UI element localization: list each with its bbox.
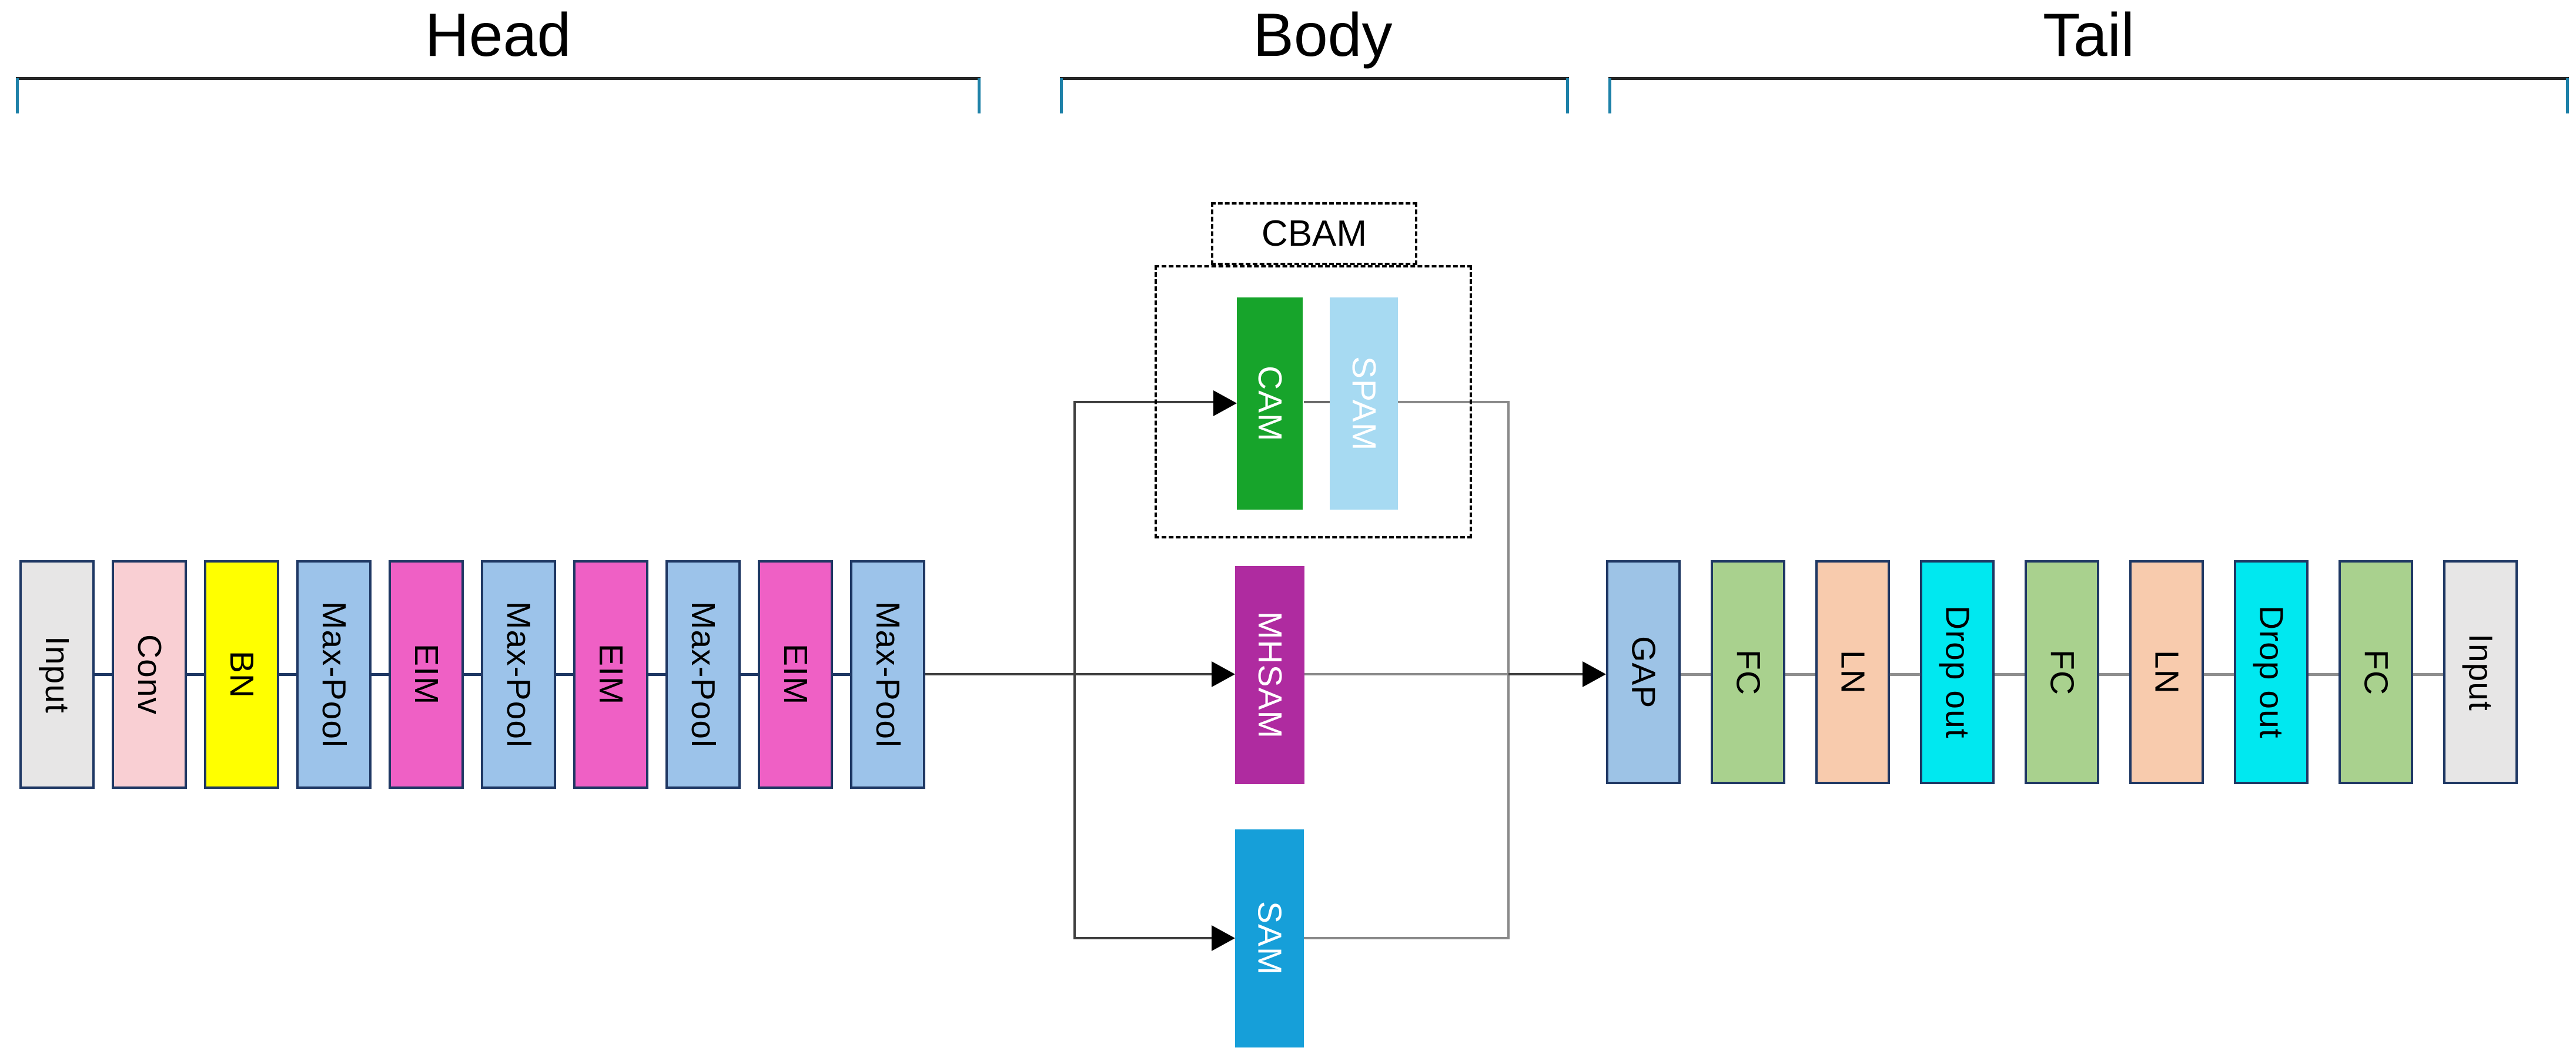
spam-label: SPAM (1345, 356, 1383, 451)
box-label: BN (223, 650, 260, 699)
box-label: LN (2147, 650, 2186, 694)
sam-merge-line (1304, 937, 1510, 939)
tail-box-fc-8: FC (2339, 560, 2413, 784)
bracket-bar (1608, 77, 2569, 80)
bracket-bar (1060, 77, 1569, 80)
bracket-tick (1608, 78, 1611, 113)
box-label: FC (1729, 649, 1767, 695)
box-label: LN (1834, 650, 1872, 694)
head-connector (833, 673, 850, 676)
tail-box-drop-out-7: Drop out (2234, 560, 2309, 784)
box-label: Max-Pool (684, 601, 722, 748)
head-box-max-pool-6: Max-Pool (481, 560, 556, 789)
head-connector (279, 673, 296, 676)
head-box-eim-5: EIM (389, 560, 464, 789)
head-connector (187, 673, 204, 676)
box-label: Input (2461, 633, 2500, 711)
spam-box: SPAM (1330, 297, 1398, 510)
mhsam-merge-line (1304, 673, 1510, 675)
branch-split-line (1073, 401, 1076, 939)
head-box-max-pool-8: Max-Pool (665, 560, 741, 789)
bracket-tick (16, 78, 19, 113)
tail-box-fc-2: FC (1711, 560, 1785, 784)
head-connector (464, 673, 481, 676)
bracket-tick (2566, 78, 2569, 113)
spam-merge-line (1398, 401, 1510, 403)
body-section-bracket (1060, 77, 1569, 115)
bracket-bar (16, 77, 981, 80)
tail-connector (2099, 673, 2129, 676)
mhsam-box: MHSAM (1235, 566, 1304, 784)
tail-box-ln-6: LN (2129, 560, 2204, 784)
head-box-conv-2: Conv (112, 560, 187, 789)
tail-connector (1995, 673, 2025, 676)
arrow-into-sam (1212, 925, 1235, 951)
sam-box: SAM (1235, 829, 1304, 1047)
head-box-eim-7: EIM (573, 560, 648, 789)
head-box-max-pool-10: Max-Pool (850, 560, 925, 789)
section-title-head: Head (424, 1, 571, 69)
cbam-branch-line (1075, 401, 1216, 403)
bracket-tick (978, 78, 981, 113)
tail-connector (2309, 673, 2339, 676)
box-label: EIM (407, 644, 445, 705)
collector-gap-line (1508, 673, 1585, 675)
cam-spam-line (1304, 401, 1330, 403)
box-label: Drop out (1938, 605, 1976, 739)
head-connector (741, 673, 758, 676)
tail-box-fc-5: FC (2025, 560, 2099, 784)
bracket-tick (1060, 78, 1063, 113)
tail-connector (1890, 673, 1920, 676)
box-label: EIM (777, 644, 814, 705)
tail-box-ln-3: LN (1815, 560, 1890, 784)
box-label: Max-Pool (315, 601, 353, 748)
cbam-label-box: CBAM (1211, 202, 1417, 265)
head-box-max-pool-4: Max-Pool (296, 560, 372, 789)
section-title-body: Body (1253, 1, 1393, 69)
mhsam-label: MHSAM (1251, 611, 1289, 739)
tail-connector (2413, 673, 2443, 676)
box-label: Drop out (2252, 605, 2290, 739)
arrow-into-gap (1583, 661, 1606, 687)
head-connector (372, 673, 389, 676)
arrow-into-cam (1213, 390, 1237, 416)
cam-label: CAM (1251, 365, 1289, 442)
box-label: FC (2357, 649, 2395, 695)
section-title-tail: Tail (2042, 1, 2135, 69)
head-connector (95, 673, 112, 676)
arrow-into-mhsam (1212, 661, 1235, 687)
head-connector (648, 673, 665, 676)
head-box-eim-9: EIM (758, 560, 833, 789)
tail-connector (1681, 673, 1711, 676)
tail-box-gap-1: GAP (1606, 560, 1681, 784)
head-connector (556, 673, 573, 676)
sam-branch-line (1075, 937, 1216, 939)
cbam-group-box (1155, 265, 1472, 538)
tail-box-input-9: Input (2443, 560, 2518, 784)
box-label: GAP (1624, 635, 1662, 709)
box-label: FC (2043, 649, 2081, 695)
tail-connector (1785, 673, 1815, 676)
box-label: Max-Pool (869, 601, 906, 748)
bracket-tick (1566, 78, 1569, 113)
box-label: Max-Pool (500, 601, 537, 748)
tail-connector (2204, 673, 2234, 676)
cam-box: CAM (1237, 297, 1303, 510)
box-label: Conv (131, 634, 168, 715)
cbam-label: CBAM (1261, 213, 1367, 254)
tail-section-bracket (1608, 77, 2569, 115)
head-box-bn-3: BN (204, 560, 279, 789)
box-label: Input (38, 635, 76, 714)
head-box-input-1: Input (19, 560, 95, 789)
sam-label: SAM (1250, 901, 1289, 976)
box-label: EIM (592, 644, 630, 705)
merge-collector-line (1507, 401, 1510, 939)
trunk-line (925, 673, 1215, 675)
head-section-bracket (16, 77, 981, 115)
tail-box-drop-out-4: Drop out (1920, 560, 1995, 784)
